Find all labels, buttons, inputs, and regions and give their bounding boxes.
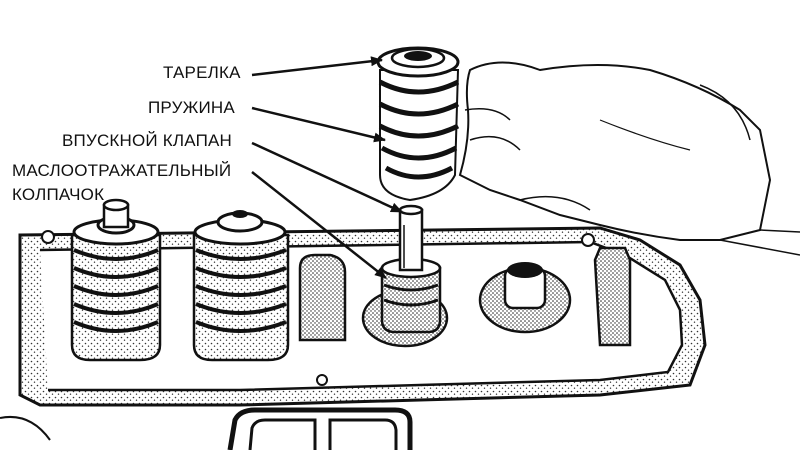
arrow-intake-valve xyxy=(251,141,403,214)
label-valve-seal-line1: МАСЛООТРАЖАТЕЛЬНЫЙ xyxy=(12,161,232,180)
hand xyxy=(458,61,800,256)
arrow-valve-seal xyxy=(251,171,387,279)
label-valve-seal-line2: КОЛПАЧОК xyxy=(12,185,105,204)
intake-valve-with-seal xyxy=(380,204,442,334)
arrow-spring xyxy=(251,106,386,143)
label-spring: ПРУЖИНА xyxy=(148,98,235,117)
label-retainer: ТАРЕЛКА xyxy=(163,63,241,82)
installed-spring-middle xyxy=(192,210,290,362)
leader-arrows xyxy=(251,56,403,279)
held-spring-and-retainer xyxy=(376,46,460,202)
label-intake-valve: ВПУСКНОЙ КЛАПАН xyxy=(62,131,233,150)
installed-spring-left xyxy=(70,198,162,362)
arrow-retainer xyxy=(251,56,383,77)
